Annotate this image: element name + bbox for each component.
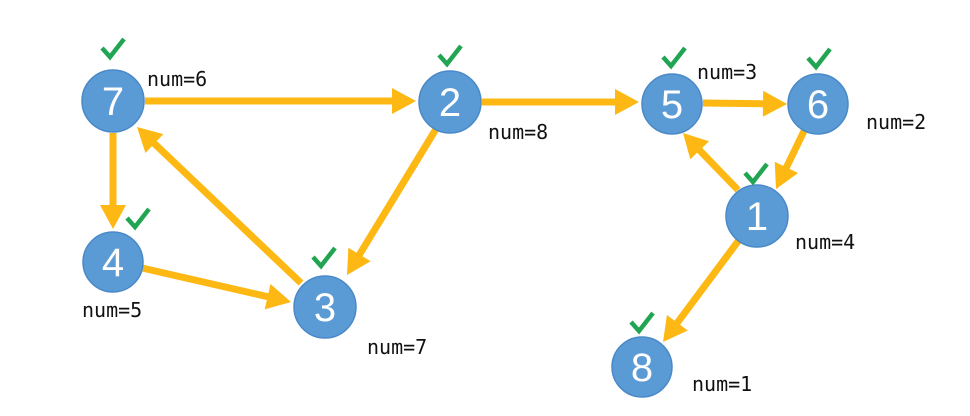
- graph-node-6: 6 num=2: [787, 47, 926, 135]
- check-icon: [629, 311, 655, 335]
- edge-line: [354, 127, 439, 260]
- edge-7-2: [145, 88, 416, 114]
- num-label: num=5: [82, 298, 142, 322]
- edge-line: [702, 99, 768, 108]
- num-label: num=3: [697, 60, 757, 84]
- graph-node-7: 7 num=6: [81, 37, 207, 133]
- edge-7-4: [100, 133, 126, 229]
- check-icon: [806, 47, 832, 71]
- graph-node-5: 5 num=3: [641, 46, 757, 135]
- node-circle: [418, 70, 482, 134]
- node-id-label: 5: [661, 83, 683, 127]
- arrowhead-icon: [774, 161, 799, 189]
- node-circle: [81, 69, 145, 133]
- node-id-label: 3: [314, 286, 336, 330]
- num-label: num=6: [147, 67, 207, 91]
- arrowhead-icon: [100, 205, 126, 229]
- edge-line: [672, 237, 742, 329]
- edge-1-5: [683, 133, 741, 193]
- graph-node-3: 3 num=7: [293, 246, 427, 359]
- node-circle: [641, 73, 703, 135]
- edge-line: [781, 129, 808, 173]
- node-id-label: 2: [439, 81, 461, 125]
- check-icon: [100, 37, 126, 61]
- node-id-label: 4: [102, 241, 124, 285]
- check-icon: [661, 46, 687, 70]
- num-label: num=8: [488, 120, 548, 144]
- graph-node-4: 4 num=5: [82, 207, 151, 322]
- num-label: num=4: [795, 230, 855, 254]
- node-circle: [611, 336, 673, 398]
- node-id-label: 8: [631, 346, 653, 390]
- check-icon: [437, 44, 463, 68]
- arrowhead-icon: [347, 247, 371, 275]
- edge-2-3: [347, 127, 439, 275]
- edge-2-5: [482, 89, 639, 115]
- arrowhead-icon: [392, 88, 416, 114]
- edge-3-7: [137, 127, 304, 286]
- node-id-label: 7: [102, 80, 124, 124]
- arrowhead-icon: [137, 127, 164, 153]
- arrowhead-icon: [683, 133, 710, 160]
- node-circle: [293, 275, 357, 339]
- node-circle: [725, 184, 789, 248]
- graph-node-1: 1 num=4: [725, 162, 855, 254]
- edge-5-6: [702, 90, 787, 117]
- edge-line: [149, 138, 304, 286]
- arrowhead-icon: [615, 89, 639, 115]
- arrowhead-icon: [762, 90, 787, 117]
- edge-1-8: [663, 237, 742, 342]
- graph-node-2: 2 num=8: [418, 44, 548, 144]
- num-label: num=7: [367, 335, 427, 359]
- edge-6-1: [774, 129, 808, 189]
- node-circle: [82, 231, 144, 293]
- edge-4-3: [141, 264, 291, 310]
- check-icon: [311, 246, 337, 270]
- num-label: num=1: [692, 372, 752, 396]
- arrowhead-icon: [264, 283, 291, 310]
- node-circle: [787, 73, 849, 135]
- edge-line: [694, 144, 741, 193]
- node-id-label: 1: [746, 195, 768, 239]
- num-label: num=2: [866, 110, 926, 134]
- check-icon: [743, 162, 769, 186]
- edge-line: [141, 264, 273, 301]
- arrowhead-icon: [663, 314, 688, 342]
- graph-node-8: 8 num=1: [611, 311, 752, 398]
- node-id-label: 6: [807, 83, 829, 127]
- check-icon: [125, 207, 151, 231]
